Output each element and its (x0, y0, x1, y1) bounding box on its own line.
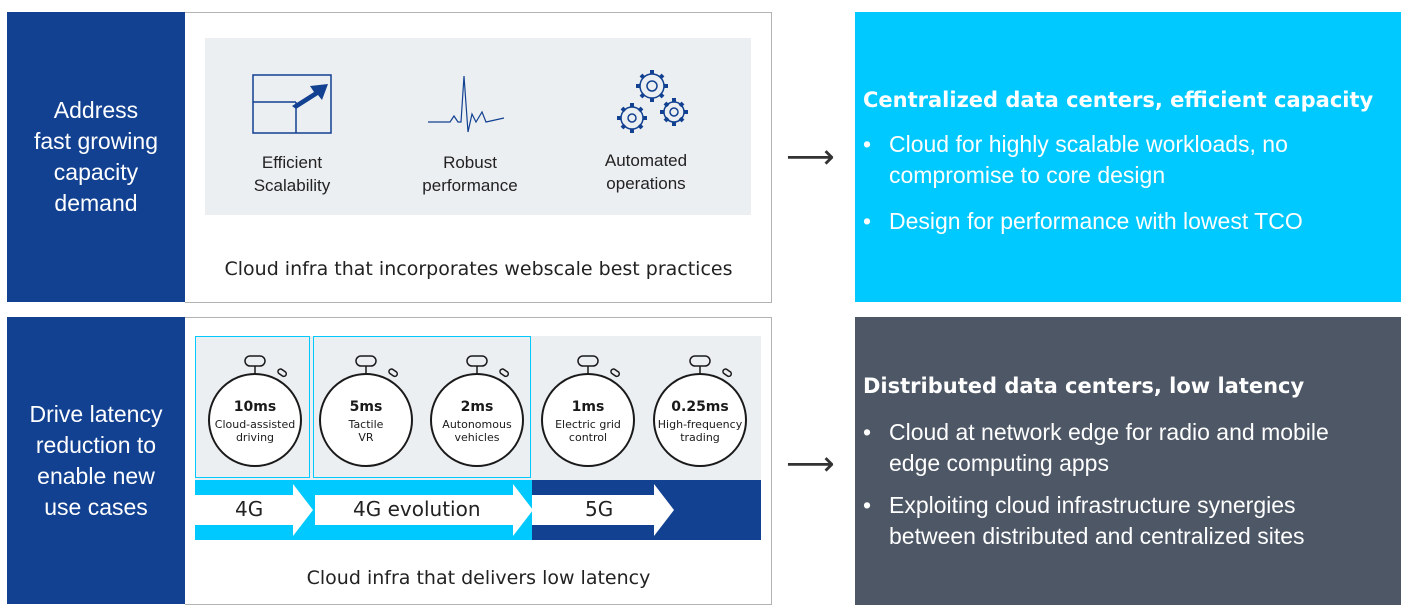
bullet-item: Exploiting cloud infrastructure synergie… (855, 490, 1385, 552)
bullet-item: Cloud at network edge for radio and mobi… (855, 417, 1385, 479)
stopwatch-icon (319, 355, 413, 467)
stopwatch-label: High-frequency trading (657, 418, 743, 444)
webscale-caption: Cloud infra that incorporates webscale b… (224, 258, 733, 280)
stopwatch-5ms: 5ms Tactile VR (314, 352, 418, 472)
stopwatch-icon (653, 355, 747, 467)
stopwatch-value: 1ms (571, 399, 605, 415)
top-arrow: ⟶ (786, 137, 835, 177)
distributed-title: Distributed data centers, low latency (863, 374, 1305, 398)
robust-performance-label: Robust performance (422, 153, 518, 195)
stopwatch-1ms: 1ms Electric grid control (536, 352, 640, 472)
capacity-demand-label: Address fast growing capacity demand (7, 12, 185, 302)
centralized-title: Centralized data centers, efficient capa… (863, 88, 1374, 112)
stopwatch-0.25ms: 0.25ms High-frequency trading (648, 352, 752, 472)
distributed-bullets: Cloud at network edge for radio and mobi… (855, 417, 1385, 552)
generation-4g-evolution-label: 4G evolution (353, 497, 481, 521)
bullet-item: Cloud for highly scalable workloads, no … (855, 129, 1375, 191)
generation-4g-label: 4G (235, 497, 264, 521)
4g-evolution-timer-group (313, 336, 531, 478)
stopwatch-value: 0.25ms (671, 399, 729, 415)
stopwatch-value: 10ms (233, 399, 277, 415)
stopwatch-value: 2ms (460, 399, 494, 415)
centralized-bullets: Cloud for highly scalable workloads, no … (855, 129, 1375, 237)
latency-reduction-label: Drive latency reduction to enable new us… (7, 317, 185, 604)
stopwatch-icon (541, 355, 635, 467)
centralized-panel: Centralized data centers, efficient capa… (855, 12, 1401, 302)
stopwatch-label: Electric grid control (555, 418, 621, 444)
generation-arrows (195, 484, 674, 536)
stopwatch-value: 5ms (349, 399, 383, 415)
stopwatch-label: Autonomous vehicles (442, 418, 512, 444)
stopwatch-label: Tactile VR (348, 418, 384, 444)
4g-timer-group (195, 336, 310, 478)
stopwatch-icon (430, 355, 524, 467)
efficient-scalability-label: Efficient Scalability (253, 153, 331, 195)
automated-operations-label: Automated operations (604, 151, 688, 193)
low-latency-caption: Cloud infra that delivers low latency (306, 567, 651, 589)
bottom-arrow: ⟶ (786, 444, 835, 484)
latency-reduction-text: Drive latency reduction to enable new us… (29, 400, 163, 520)
capacity-demand-text: Address fast growing capacity demand (33, 97, 158, 216)
stopwatch-label: Cloud-assisted driving (214, 418, 296, 444)
stopwatch-2ms: 2ms Autonomous vehicles (425, 352, 529, 472)
generation-5g-label: 5G (585, 497, 614, 521)
bullet-item: Design for performance with lowest TCO (855, 206, 1375, 237)
stopwatch-10ms: 10ms Cloud-assisted driving (203, 352, 307, 472)
distributed-panel: Distributed data centers, low latency Cl… (855, 317, 1401, 605)
scalability-chart-icon (252, 74, 332, 134)
heartbeat-icon (428, 75, 505, 133)
stopwatch-icon (208, 355, 302, 467)
gears-icon (617, 70, 688, 133)
